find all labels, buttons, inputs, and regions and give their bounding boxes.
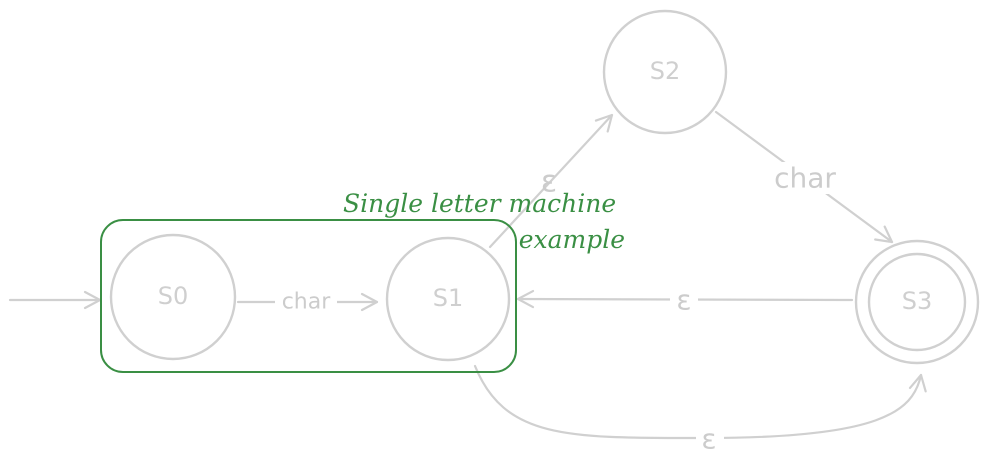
node-s0-label: S0 [158, 282, 189, 310]
group-box [100, 219, 517, 373]
node-s0: S0 [109, 233, 237, 361]
node-s3-label: S3 [902, 287, 933, 315]
edge-label-s3-s1: ε [676, 284, 691, 317]
edge-s1-s2 [488, 113, 614, 249]
node-s1-label: S1 [433, 284, 464, 312]
edge-label-s1-s3: ε [701, 423, 716, 456]
edge-label-s1-s2: ε [541, 165, 557, 200]
node-s3: S3 [854, 239, 980, 365]
node-s1: S1 [385, 236, 511, 362]
edge-label-s2-s3: char [774, 162, 836, 195]
node-s2-label: S2 [650, 57, 681, 85]
edge-label-s0-s1: char [282, 290, 332, 315]
group-label-line1: Single letter machine [343, 189, 616, 218]
node-s2: S2 [602, 9, 728, 135]
group-label-line2: example [519, 225, 625, 254]
